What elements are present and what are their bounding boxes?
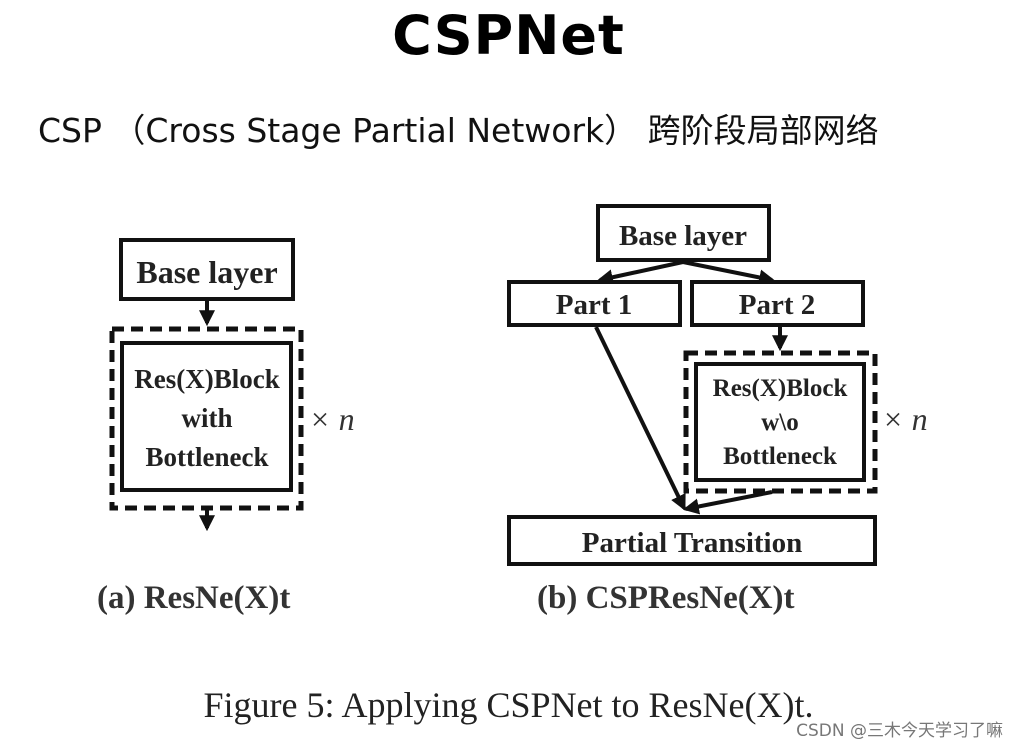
b-resblock-line1: Res(X)Block <box>713 375 848 402</box>
b-transition-label: Partial Transition <box>582 527 802 559</box>
a-resblock-line1: Res(X)Block <box>134 364 279 394</box>
b-part1-box <box>507 280 682 327</box>
a-resblock-line3: Bottleneck <box>146 442 269 472</box>
b-resblock-line2: w\o <box>761 409 799 436</box>
watermark: CSDN @三木今天学习了嘛 <box>796 721 1003 741</box>
caption-a: (a) ResNe(X)t <box>97 580 291 616</box>
page-title: CSPNet <box>392 4 625 67</box>
b-arrow-block-to-transition <box>682 490 773 515</box>
diagram-a: Base layer Res(X)Block with Bottleneck ×… <box>109 238 355 532</box>
a-repeat-label: × n <box>309 401 355 437</box>
b-resblock-box <box>694 362 866 482</box>
caption-b: (b) CSPResNe(X)t <box>537 580 795 616</box>
b-arrow-part1-to-transition <box>594 326 686 511</box>
a-base-layer-label: Base layer <box>136 254 277 290</box>
b-part2-box <box>690 280 865 327</box>
b-repeat-dashed-box <box>683 350 878 494</box>
diagram-b: Base layer Part 1 Part 2 Res(X)Block w\o… <box>507 204 928 566</box>
a-resblock-box <box>120 341 293 492</box>
a-resblock-line2: with <box>181 403 232 433</box>
a-base-layer-box <box>119 238 295 301</box>
page-subtitle: CSP （Cross Stage Partial Network） 跨阶段局部网… <box>38 111 879 150</box>
b-base-layer-box <box>596 204 771 262</box>
b-base-layer-label: Base layer <box>619 220 747 252</box>
b-repeat-label: × n <box>882 401 928 437</box>
b-part1-label: Part 1 <box>556 289 633 321</box>
b-transition-box <box>507 515 877 566</box>
b-part2-label: Part 2 <box>739 289 816 321</box>
b-arrow-base-to-part1 <box>596 260 684 286</box>
figure-caption: Figure 5: Applying CSPNet to ResNe(X)t. <box>203 685 814 725</box>
b-resblock-line3: Bottleneck <box>723 443 837 470</box>
b-arrow-base-to-part2 <box>682 260 776 286</box>
